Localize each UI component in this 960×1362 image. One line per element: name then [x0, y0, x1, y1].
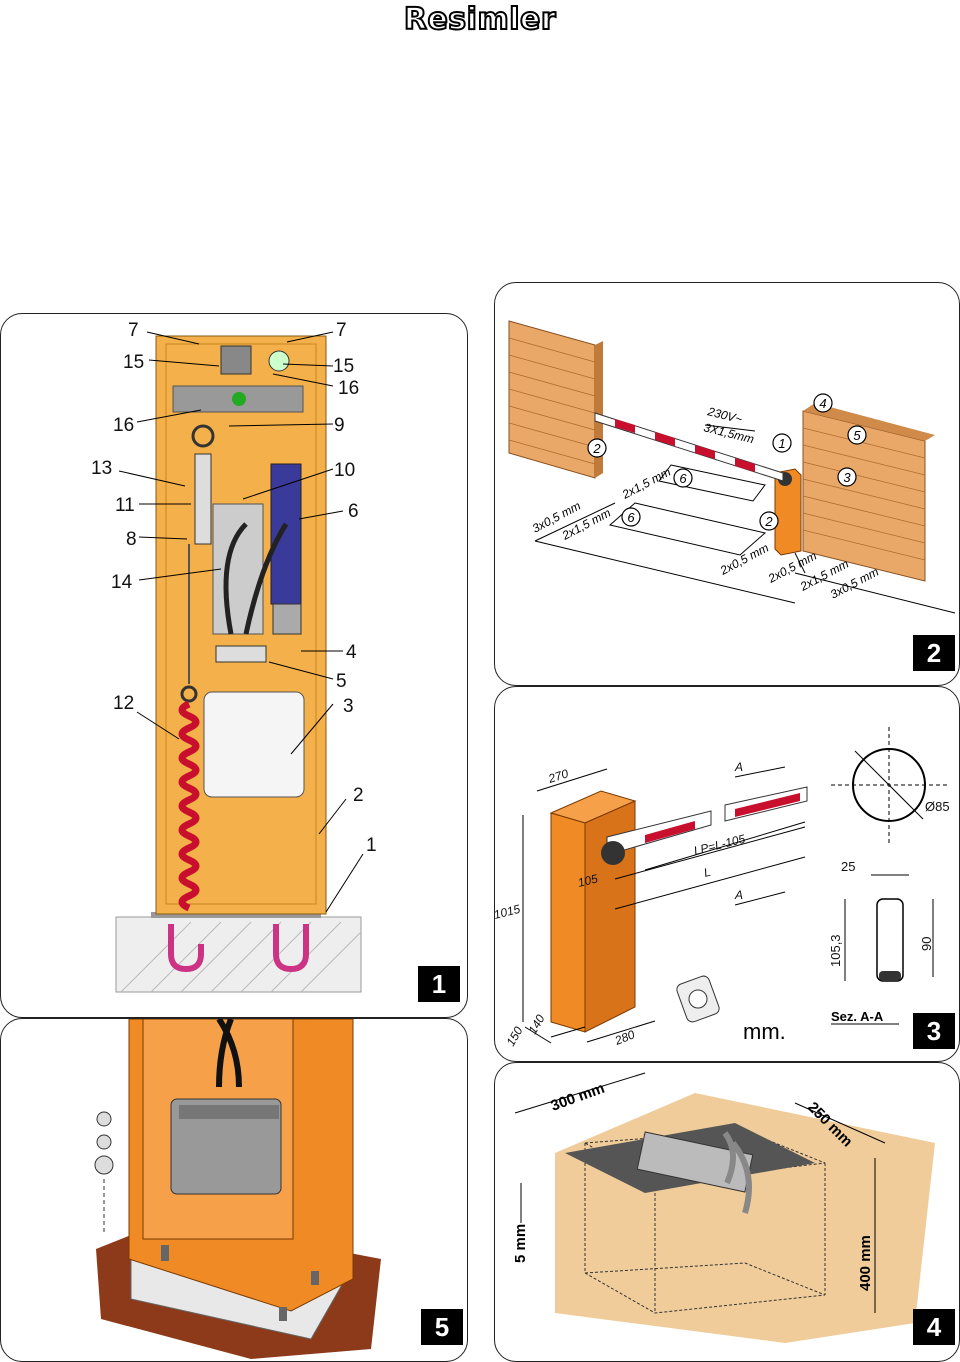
figure-panel-3: 270 A LP=L-105 L 105 A 1015 150 140 280 … — [494, 686, 960, 1062]
dim-a-top: A — [734, 760, 743, 774]
circle-label-2a: 2 — [592, 441, 601, 456]
circle-label-3: 3 — [843, 470, 851, 485]
dim-90: 90 — [919, 937, 934, 951]
dim-270: 270 — [546, 766, 571, 786]
dim-105: 105 — [576, 871, 599, 890]
dim-25: 25 — [841, 859, 855, 874]
callout-16-right: 16 — [338, 378, 359, 399]
dim-400mm: 400 mm — [857, 1235, 874, 1291]
dim-5mm: 5 mm — [512, 1224, 529, 1263]
figure-panel-4: 300 mm 250 mm 400 mm 5 mm 4 — [494, 1062, 960, 1362]
figure-badge-3: 3 — [913, 1013, 955, 1049]
figure-badge-5: 5 — [421, 1309, 463, 1345]
dim-280: 280 — [612, 1027, 637, 1048]
unit-label: mm. — [743, 1019, 786, 1044]
dimensions-drawing: 270 A LP=L-105 L 105 A 1015 150 140 280 … — [495, 727, 950, 1049]
callout-1: 1 — [366, 835, 377, 856]
callout-13: 13 — [91, 458, 112, 479]
installation-layout-drawing: 230V~ 3X1,5mm 3x0,5 mm 2x1,5 mm 2x1,5 mm… — [508, 320, 956, 614]
main-cable-label: 3X1,5mm — [702, 420, 755, 446]
cabinet-internal-drawing: 7 15 16 13 11 8 14 12 7 15 16 9 10 6 4 5… — [91, 320, 377, 993]
circle-label-5: 5 — [853, 428, 861, 443]
figure-panel-5: 5 — [0, 1018, 468, 1362]
dim-l: L — [702, 865, 712, 880]
callout-16-left: 16 — [113, 415, 134, 436]
dim-150: 150 — [503, 1024, 525, 1049]
section-label: Sez. A-A — [831, 1009, 884, 1024]
cable-label-c: 2x1,5 mm — [619, 465, 673, 503]
callout-3: 3 — [343, 696, 354, 717]
callout-6: 6 — [348, 501, 359, 522]
dim-105-3: 105,3 — [828, 934, 843, 967]
callout-15-right: 15 — [333, 356, 354, 377]
callout-10: 10 — [334, 460, 355, 481]
callout-15-left: 15 — [123, 352, 144, 373]
callout-2: 2 — [353, 785, 364, 806]
dim-lp: LP=L-105 — [692, 832, 747, 858]
dim-diameter: Ø85 — [925, 799, 950, 814]
callout-8: 8 — [126, 529, 137, 550]
circle-label-2b: 2 — [764, 514, 773, 529]
callout-7-right: 7 — [336, 320, 347, 341]
foundation-pit-drawing: 300 mm 250 mm 400 mm 5 mm — [512, 1072, 935, 1343]
circle-label-1: 1 — [778, 436, 785, 451]
circle-label-4: 4 — [819, 396, 826, 411]
page-title: Resimler — [403, 1, 557, 38]
figure-badge-4: 4 — [913, 1309, 955, 1345]
figure-panel-2: 230V~ 3X1,5mm 3x0,5 mm 2x1,5 mm 2x1,5 mm… — [494, 282, 960, 686]
callout-11: 11 — [115, 495, 135, 516]
callout-5: 5 — [336, 671, 347, 692]
dim-140: 140 — [525, 1012, 547, 1037]
dim-a-bottom: A — [734, 888, 743, 902]
figure-badge-1: 1 — [418, 966, 460, 1002]
dim-1015: 1015 — [495, 902, 522, 922]
figure-panel-1: 7 15 16 13 11 8 14 12 7 15 16 9 10 6 4 5… — [0, 313, 468, 1018]
base-mounting-drawing — [94, 1019, 381, 1359]
circle-label-6b: 6 — [627, 510, 635, 525]
circle-label-6a: 6 — [679, 471, 687, 486]
callout-7-left: 7 — [128, 320, 139, 341]
callout-9: 9 — [334, 415, 345, 436]
callout-14: 14 — [111, 572, 133, 593]
cable-label-d: 2x0,5 mm — [717, 541, 771, 579]
figure-badge-2: 2 — [913, 635, 955, 671]
callout-12: 12 — [113, 693, 134, 714]
callout-4: 4 — [346, 642, 357, 663]
dim-300mm: 300 mm — [549, 1080, 607, 1115]
